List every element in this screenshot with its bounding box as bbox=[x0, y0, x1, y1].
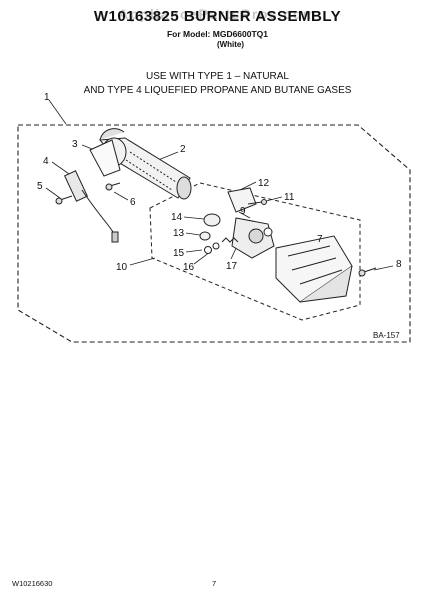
page-title: W10163825 BURNER ASSEMBLY bbox=[93, 8, 342, 25]
subassembly-boundary bbox=[149, 182, 361, 321]
page-number: 7 bbox=[212, 579, 217, 588]
callout-15: 15 bbox=[173, 248, 185, 259]
callout-2: 2 bbox=[180, 144, 186, 155]
diagram-code: BA-157 bbox=[373, 331, 400, 340]
callout-labels: 1 2 3 4 5 6 7 8 9 10 11 12 13 14 15 16 1… bbox=[37, 92, 402, 273]
callout-1: 1 bbox=[44, 92, 50, 103]
heat-shield bbox=[275, 235, 353, 303]
callout-11: 11 bbox=[284, 192, 295, 203]
ring-15 bbox=[204, 246, 212, 254]
callout-12: 12 bbox=[258, 178, 270, 189]
document-number: W10216630 bbox=[12, 579, 53, 588]
assembly-boundary bbox=[17, 124, 411, 343]
callout-6: 6 bbox=[130, 197, 136, 208]
igniter bbox=[63, 170, 119, 243]
gas-valve bbox=[231, 217, 275, 259]
usage-line-1: USE WITH TYPE 1 – NATURAL bbox=[146, 71, 289, 82]
callout-9: 9 bbox=[240, 206, 246, 217]
screw-5 bbox=[55, 195, 73, 205]
valve-bracket bbox=[227, 187, 257, 213]
callout-8: 8 bbox=[396, 259, 402, 270]
coil-13 bbox=[199, 231, 211, 241]
callout-14: 14 bbox=[171, 212, 183, 223]
callout-3: 3 bbox=[72, 139, 78, 150]
callout-4: 4 bbox=[43, 156, 49, 167]
spring-17 bbox=[221, 237, 239, 243]
orifice-16 bbox=[212, 242, 220, 250]
model-line: For Model: MGD6600TQ1 bbox=[166, 29, 269, 39]
callout-16: 16 bbox=[183, 262, 195, 273]
callout-5: 5 bbox=[37, 181, 43, 192]
watermark: AppliancePartsPros.com bbox=[118, 6, 317, 22]
callout-7: 7 bbox=[317, 234, 323, 245]
usage-line-2: AND TYPE 4 LIQUEFIED PROPANE AND BUTANE … bbox=[83, 85, 352, 96]
screw-8 bbox=[358, 267, 377, 277]
callout-10: 10 bbox=[116, 262, 128, 273]
burner-bracket bbox=[89, 139, 121, 177]
callout-13: 13 bbox=[173, 228, 185, 239]
screw-6 bbox=[105, 182, 121, 191]
callout-17: 17 bbox=[226, 261, 238, 272]
screw-11 bbox=[247, 199, 267, 205]
color-line: (White) bbox=[216, 40, 245, 49]
coil-14 bbox=[203, 213, 221, 227]
